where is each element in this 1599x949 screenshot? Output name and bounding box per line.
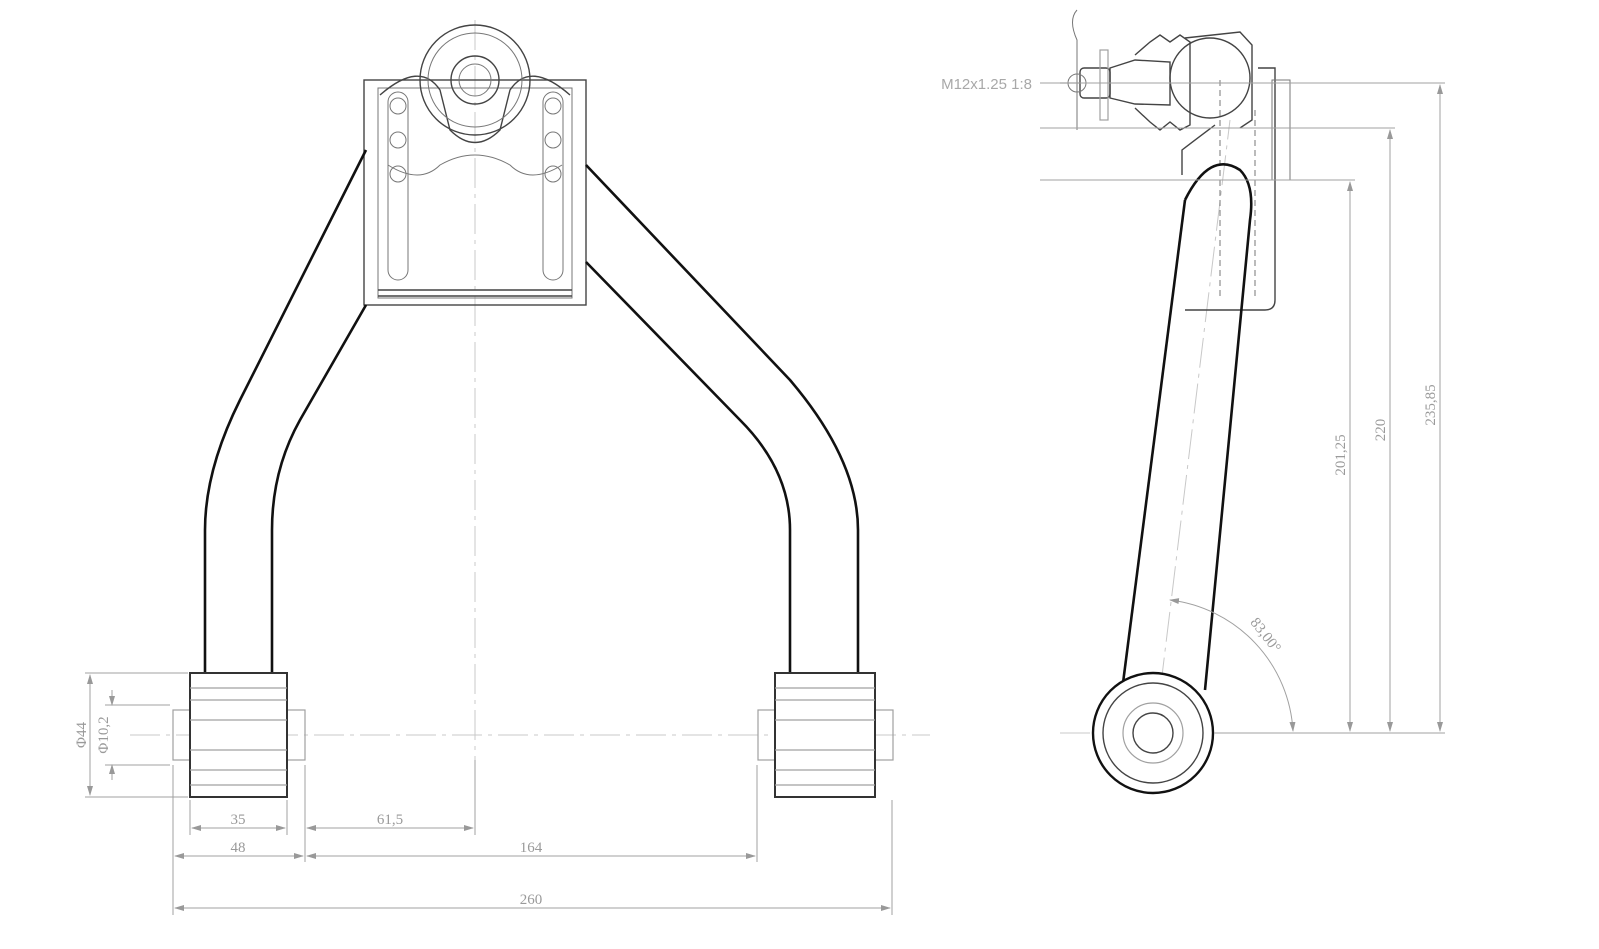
- dim-label-260: 260: [520, 892, 543, 908]
- side-view: M12x1.25 1:8 201,25 220 235,85 83,00°: [941, 9, 1445, 795]
- lower-eye-bushing: [1091, 671, 1215, 795]
- dim-label-angle: 83,00°: [1247, 615, 1284, 656]
- dim-label-35: 35: [231, 812, 246, 828]
- dim-angle-arc: [1169, 598, 1296, 732]
- dim-label-phi10-2: Φ10,2: [96, 716, 112, 753]
- dim-label-220: 220: [1373, 419, 1389, 442]
- front-view: 35 61,5 48 164 260 Φ44 Φ10,2: [74, 20, 930, 915]
- left-arm: [203, 149, 368, 673]
- dim-label-164: 164: [520, 840, 543, 856]
- upper-bracket: [363, 75, 587, 306]
- dim-label-48: 48: [231, 840, 246, 856]
- dim-label-61-5: 61,5: [377, 812, 403, 828]
- ball-joint: [1060, 9, 1291, 311]
- dim-label-phi44: Φ44: [74, 722, 90, 748]
- right-bushing: [757, 672, 894, 798]
- dim-label-201-25: 201,25: [1333, 434, 1349, 475]
- right-arm: [585, 164, 860, 673]
- pivot-bushing: [419, 24, 531, 136]
- side-arm: [1121, 163, 1253, 691]
- left-bushing: [172, 672, 306, 798]
- dim-label-235-85: 235,85: [1423, 384, 1439, 425]
- thread-callout: M12x1.25 1:8: [941, 76, 1032, 93]
